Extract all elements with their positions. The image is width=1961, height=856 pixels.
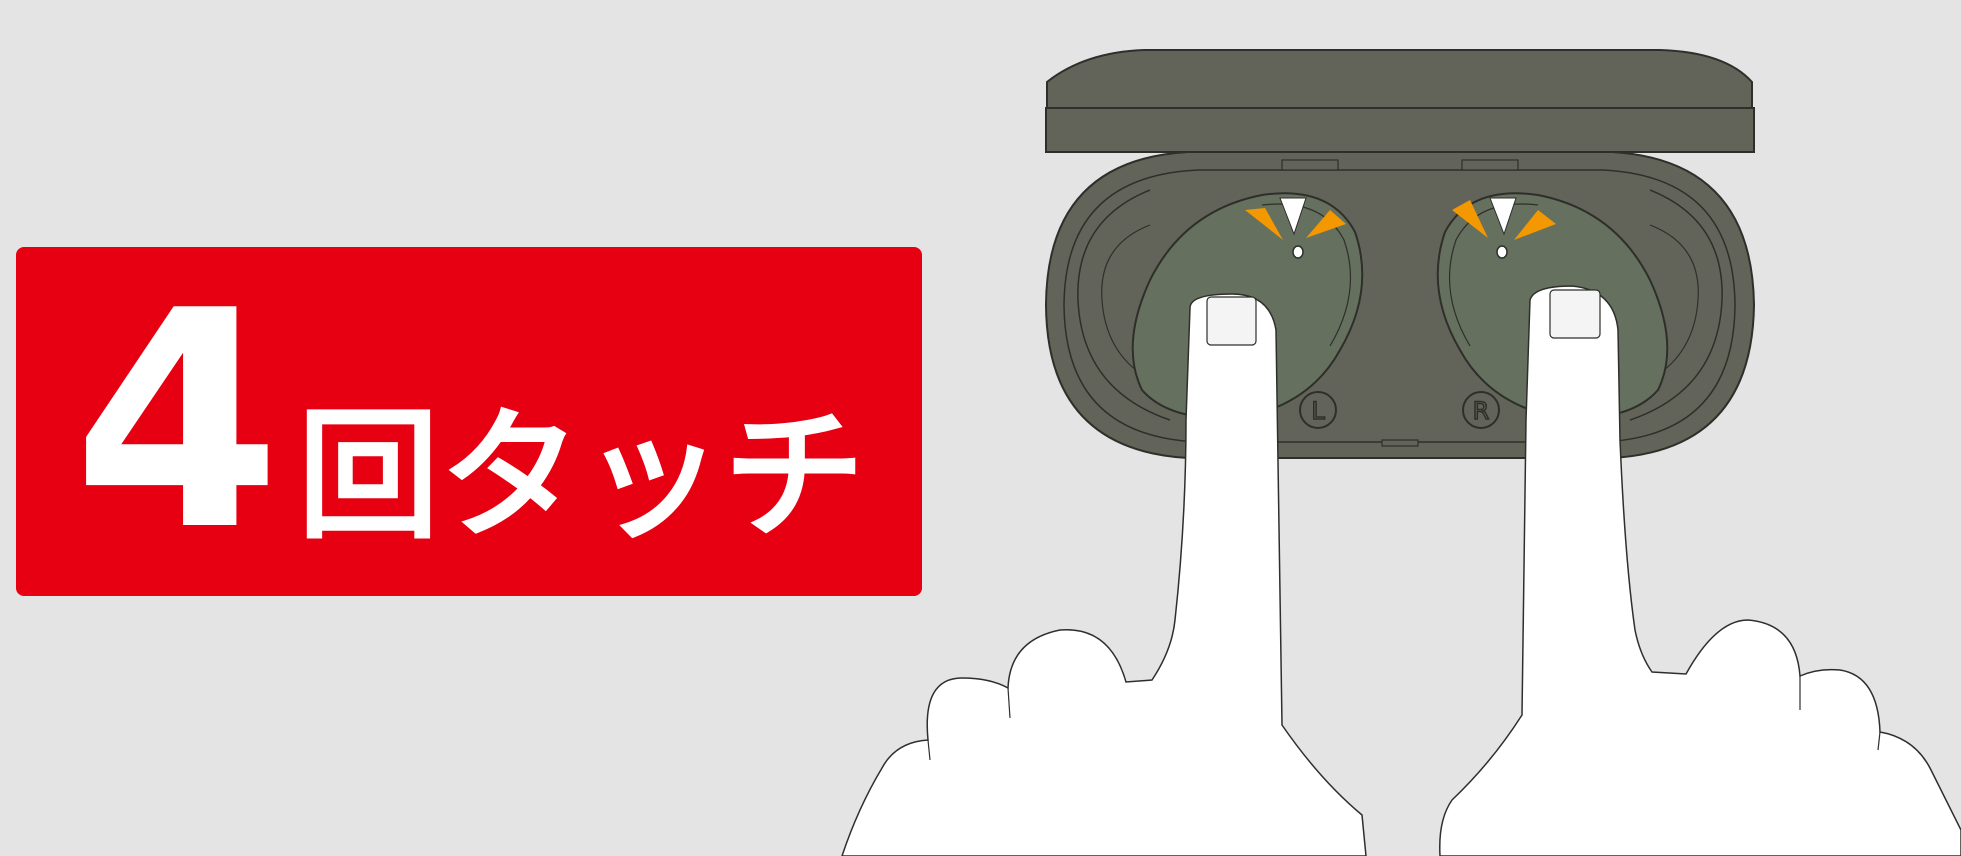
case-lid — [1046, 50, 1754, 152]
left-mark: L — [1311, 397, 1325, 425]
right-mark: R — [1473, 397, 1490, 425]
